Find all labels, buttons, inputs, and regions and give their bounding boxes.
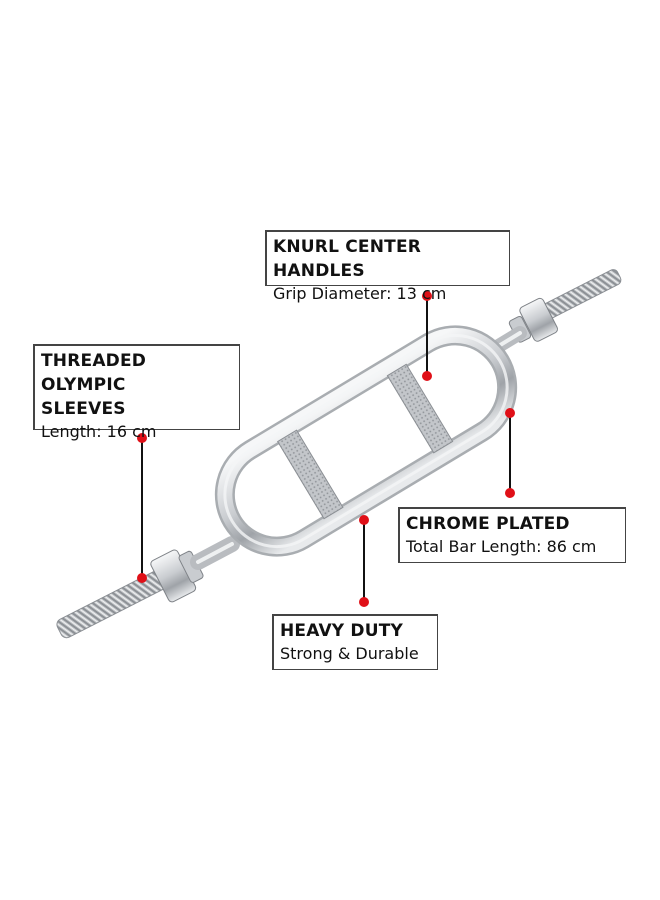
callout-knurl-center-handles: KNURL CENTER HANDLES Grip Diameter: 13 c…: [265, 230, 510, 303]
callout-chrome-plated: CHROME PLATED Total Bar Length: 86 cm: [398, 507, 626, 563]
callout-threaded-olympic-sleeves: THREADED OLYMPIC SLEEVES Length: 16 cm: [33, 344, 240, 441]
marker-heavy-frame: [359, 515, 369, 525]
knurled-handle-left: [276, 429, 344, 520]
marker-threaded-sleeve: [137, 573, 147, 583]
callout-title: KNURL CENTER HANDLES: [273, 237, 422, 281]
bar-frame: [214, 325, 518, 557]
marker-chrome-bottom: [505, 488, 515, 498]
marker-chrome-frame: [505, 408, 515, 418]
leader-threaded: [141, 438, 143, 578]
left-collar: [150, 549, 204, 603]
leader-heavy: [363, 520, 365, 602]
callout-subtitle: Length: 16 cm: [41, 422, 157, 441]
callout-subtitle: Strong & Durable: [280, 644, 419, 663]
marker-heavy-bottom: [359, 597, 369, 607]
left-sleeve: [56, 569, 170, 639]
callout-subtitle: Grip Diameter: 13 cm: [273, 284, 447, 303]
leader-chrome: [509, 413, 511, 493]
leader-knurl: [426, 296, 428, 376]
callout-title: HEAVY DUTY: [280, 621, 404, 641]
knurled-handle-right: [386, 363, 454, 454]
marker-threaded-top: [137, 433, 147, 443]
marker-knurl-handle: [422, 371, 432, 381]
callout-title: CHROME PLATED: [406, 514, 570, 534]
marker-knurl-top: [422, 291, 432, 301]
callout-heavy-duty: HEAVY DUTY Strong & Durable: [272, 614, 438, 670]
callout-subtitle: Total Bar Length: 86 cm: [406, 537, 597, 556]
callout-title: THREADED OLYMPIC SLEEVES: [41, 351, 147, 419]
